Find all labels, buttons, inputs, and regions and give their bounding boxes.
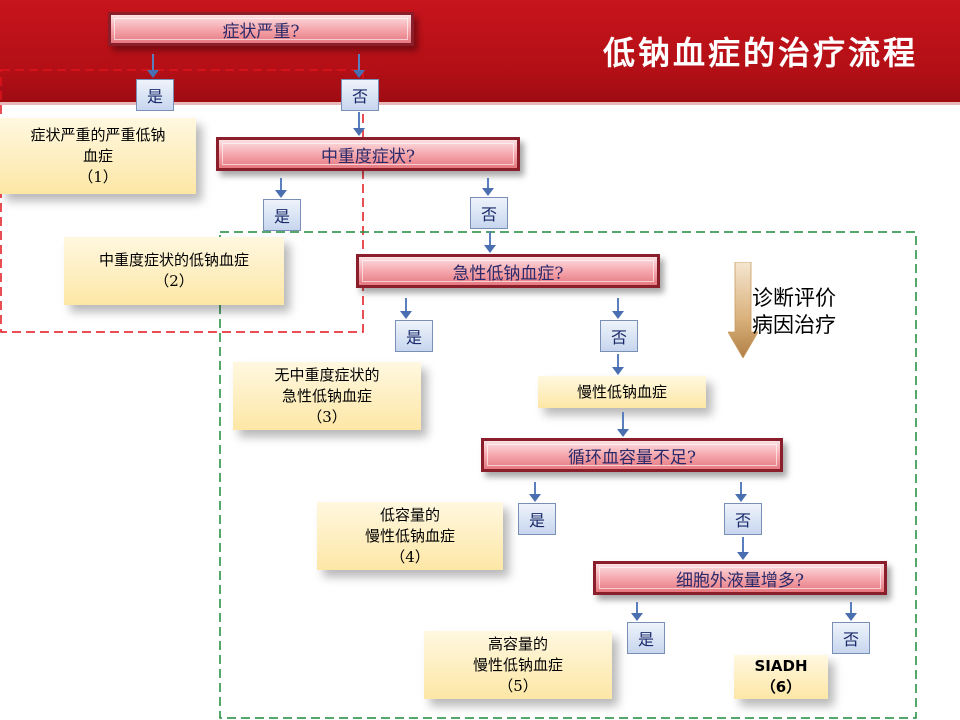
question-ecf-increased: 细胞外液量增多? bbox=[593, 561, 887, 595]
result-hypervolemic-chronic: 高容量的 慢性低钠血症 （5） bbox=[424, 631, 612, 699]
arrow-no-to-acute bbox=[484, 231, 496, 253]
big-down-arrow bbox=[728, 262, 758, 358]
arrow-acute-yes bbox=[400, 298, 412, 319]
side-note: 诊断评价 病因治疗 bbox=[752, 286, 836, 337]
question-volume-deficit-label: 循环血容量不足? bbox=[567, 447, 697, 468]
question-moderate-symptoms: 中重度症状? bbox=[216, 137, 520, 171]
question-acute-hyponatremia: 急性低钠血症? bbox=[356, 254, 660, 288]
answer-no-moderate: 否 bbox=[470, 197, 508, 229]
arrow-ecf-yes bbox=[631, 602, 643, 621]
result-hypovolemic-chronic: 低容量的 慢性低钠血症 （4） bbox=[317, 502, 503, 570]
question-acute-hyponatremia-label: 急性低钠血症? bbox=[452, 263, 564, 284]
answer-no-ecf: 否 bbox=[832, 622, 870, 654]
arrow-moderate-yes bbox=[275, 178, 287, 198]
result-moderate-hyponatremia: 中重度症状的低钠血症 （2） bbox=[64, 237, 284, 305]
page-title: 低钠血症的治疗流程 bbox=[602, 34, 918, 72]
result-acute-no-symptoms: 无中重度症状的 急性低钠血症 （3） bbox=[233, 362, 421, 430]
header-banner-shadow bbox=[0, 102, 960, 105]
question-severe-symptoms-label: 症状严重? bbox=[222, 21, 300, 42]
answer-no-volume: 否 bbox=[724, 503, 762, 535]
question-moderate-symptoms-label: 中重度症状? bbox=[320, 146, 416, 167]
question-volume-deficit: 循环血容量不足? bbox=[481, 438, 783, 472]
arrow-chronic-to-volume bbox=[617, 412, 629, 437]
arrow-ecf-no bbox=[845, 602, 857, 621]
arrow-volume-yes bbox=[529, 482, 541, 502]
answer-yes-volume: 是 bbox=[518, 503, 556, 535]
arrow-severe-yes bbox=[147, 54, 159, 78]
arrow-moderate-no bbox=[482, 178, 494, 196]
result-siadh: SIADH （6） bbox=[734, 655, 828, 699]
question-ecf-increased-label: 细胞外液量增多? bbox=[675, 570, 805, 591]
question-severe-symptoms: 症状严重? bbox=[108, 12, 414, 46]
result-severe-hyponatremia: 症状严重的严重低钠 血症 （1） bbox=[0, 118, 196, 194]
result-chronic-hyponatremia: 慢性低钠血症 bbox=[538, 376, 706, 408]
arrow-no-to-ecf bbox=[737, 537, 749, 560]
answer-yes-acute: 是 bbox=[395, 320, 433, 352]
arrow-severe-no bbox=[353, 54, 365, 78]
answer-no-acute: 否 bbox=[600, 320, 638, 352]
arrow-acute-no bbox=[612, 298, 624, 319]
arrow-no-to-chronic bbox=[612, 354, 624, 375]
answer-no-severe: 否 bbox=[341, 79, 379, 111]
answer-yes-moderate: 是 bbox=[263, 199, 301, 231]
arrow-no-to-moderate bbox=[353, 112, 365, 136]
arrow-volume-no bbox=[735, 482, 747, 502]
answer-yes-severe: 是 bbox=[136, 79, 174, 111]
answer-yes-ecf: 是 bbox=[627, 622, 665, 654]
